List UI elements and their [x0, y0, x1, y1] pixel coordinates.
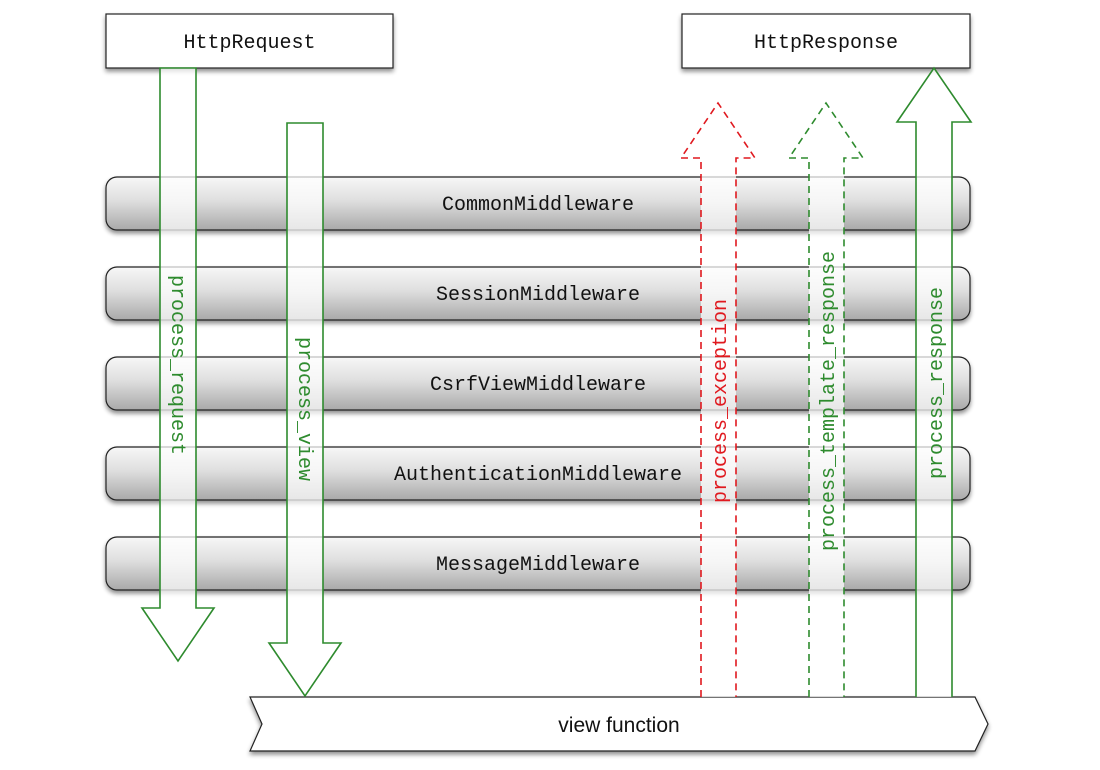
process-response-label: process_response — [926, 287, 949, 479]
process-request-label: process_request — [165, 275, 188, 455]
process-view-label: process_view — [292, 337, 315, 481]
http-request-label: HttpRequest — [183, 32, 315, 55]
process-view-arrow: process_view — [267, 122, 343, 698]
http-response-label: HttpResponse — [754, 32, 898, 55]
middleware-label: CommonMiddleware — [442, 194, 634, 217]
process-template-response-label: process_template_response — [818, 251, 841, 551]
process-request-arrow: process_request — [140, 67, 216, 663]
view-function-banner: view function — [249, 696, 989, 752]
middleware-label: SessionMiddleware — [436, 284, 640, 307]
http-response-box: HttpResponse — [681, 13, 971, 69]
process-exception-label: process_exception — [710, 299, 733, 503]
middleware-label: MessageMiddleware — [436, 554, 640, 577]
view-function-label: view function — [558, 714, 679, 737]
http-request-box: HttpRequest — [105, 13, 394, 69]
process-response-arrow: process_response — [895, 66, 973, 697]
middleware-label: CsrfViewMiddleware — [430, 374, 646, 397]
process-exception-arrow: process_exception — [679, 101, 757, 697]
middleware-label: AuthenticationMiddleware — [394, 464, 682, 487]
process-template-response-arrow: process_template_response — [787, 101, 865, 697]
